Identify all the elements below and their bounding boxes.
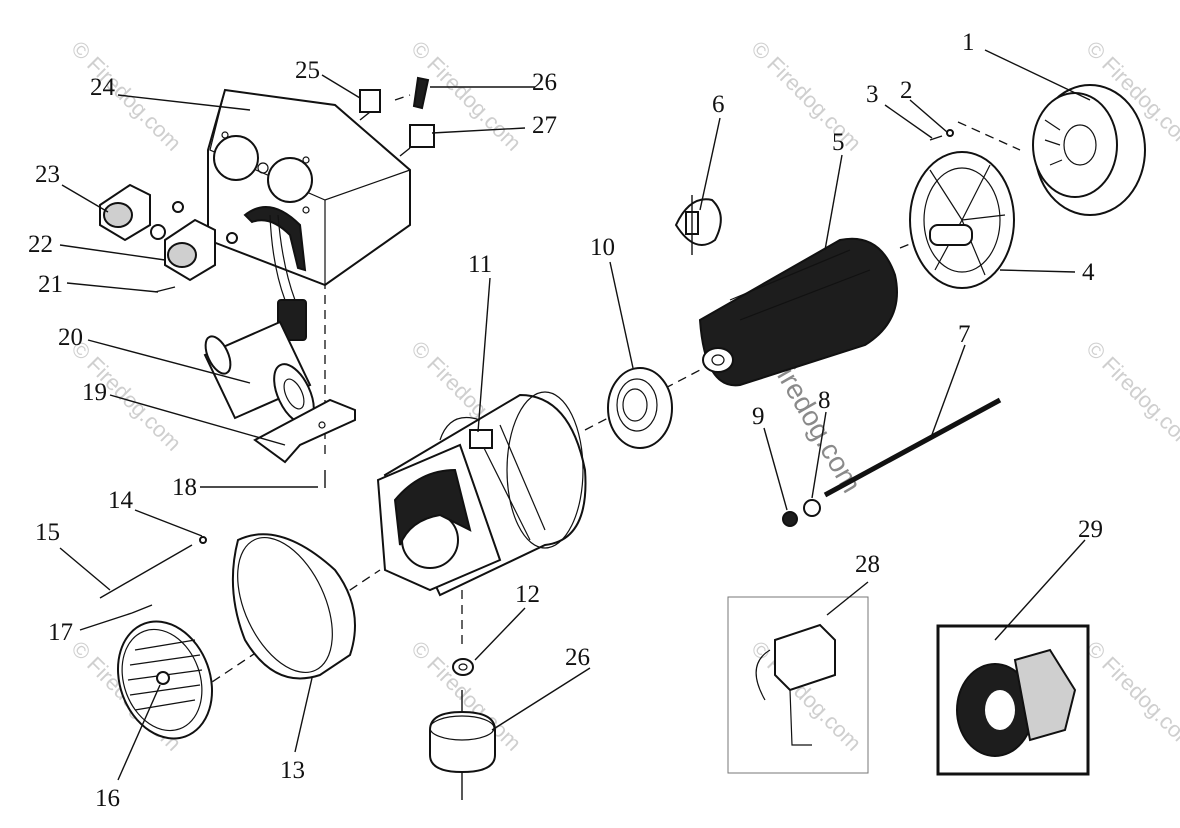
callout-5: 5 <box>832 129 845 156</box>
screw-part-17 <box>131 604 153 614</box>
watermark: © Firedog.com <box>1081 336 1180 456</box>
callout-15: 15 <box>35 519 60 546</box>
isolator-part-26 <box>429 690 496 800</box>
callout-12: 12 <box>515 581 540 608</box>
callout-3: 3 <box>866 81 879 108</box>
callout-4: 4 <box>1082 259 1095 286</box>
leader-lines <box>59 49 1091 781</box>
callout-19: 19 <box>82 379 107 406</box>
callout-21: 21 <box>38 271 63 298</box>
end-bell-part-13 <box>231 533 356 680</box>
callout-25: 25 <box>295 57 320 84</box>
stator-housing-part-11 <box>376 391 587 597</box>
inset-part-28 <box>727 596 869 774</box>
callout-9: 9 <box>752 403 765 430</box>
callout-2: 2 <box>900 77 913 104</box>
callout-24: 24 <box>90 74 116 101</box>
callout-26-top: 26 <box>532 69 557 96</box>
callout-17: 17 <box>48 619 73 646</box>
callout-27: 27 <box>532 112 557 139</box>
control-box-part-24 <box>207 88 411 341</box>
fan-part-4 <box>909 151 1015 289</box>
rod-part-15 <box>99 544 193 599</box>
callout-10: 10 <box>590 234 615 261</box>
rotor-part-5 <box>698 237 898 387</box>
callout-11: 11 <box>468 251 492 278</box>
callout-13: 13 <box>280 757 305 784</box>
bracket-part-19 <box>253 398 356 464</box>
capacitor-part-20 <box>203 320 315 425</box>
callout-numbers: 1 2 3 4 5 6 7 8 9 10 11 12 13 14 15 16 1… <box>28 29 1103 812</box>
callout-22: 22 <box>28 231 53 258</box>
watermark: © Firedog.com <box>1081 636 1180 756</box>
nut-part-12 <box>452 658 474 676</box>
callout-1: 1 <box>962 29 975 56</box>
callout-7: 7 <box>958 321 971 348</box>
callout-20: 20 <box>58 324 83 351</box>
bearing-part-10 <box>607 367 673 449</box>
callout-6: 6 <box>712 91 725 118</box>
callout-16: 16 <box>95 785 120 812</box>
through-bolt-part-7 <box>823 397 1002 498</box>
end-cover-part-16 <box>116 620 214 740</box>
callout-29: 29 <box>1078 516 1103 543</box>
inset-part-29 <box>936 624 1090 776</box>
nut-part-14 <box>199 536 207 544</box>
switch-parts <box>359 76 435 157</box>
callout-18: 18 <box>172 474 197 501</box>
callout-26-bottom: 26 <box>565 644 590 671</box>
callout-28: 28 <box>855 551 880 578</box>
callout-14: 14 <box>108 487 134 514</box>
watermark: © Firedog.com <box>746 36 866 156</box>
callout-23: 23 <box>35 161 60 188</box>
receptacle-parts <box>99 183 238 293</box>
small-hardware <box>782 129 954 527</box>
callout-8: 8 <box>818 387 831 414</box>
end-bell-part-1 <box>1032 84 1146 216</box>
brush-holder-part-6 <box>674 195 722 255</box>
